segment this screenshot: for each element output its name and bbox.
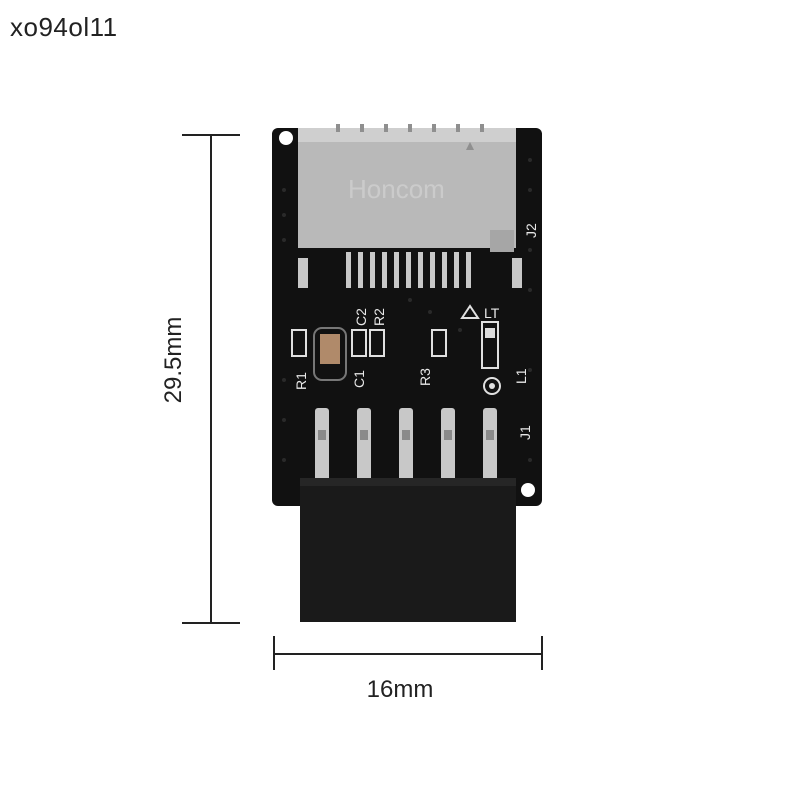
label-j2: J2 (523, 223, 539, 238)
watermark-text: xo94ol11 (10, 12, 118, 42)
height-dimension-line (210, 134, 212, 624)
mounting-hole-top (279, 131, 293, 145)
width-dimension-right-tick (541, 636, 543, 670)
smd-components (291, 304, 501, 395)
pin-header-block (300, 478, 516, 622)
label-r3: R3 (417, 368, 433, 386)
label-l1: L1 (513, 368, 529, 384)
height-dimension-top-tick (182, 134, 240, 136)
via-dots (282, 158, 532, 462)
width-dimension-label: 16mm (366, 676, 434, 703)
label-lt: LT (484, 305, 500, 321)
height-dimension-bottom-tick (182, 622, 240, 624)
label-r2: R2 (371, 308, 387, 326)
label-j1: J1 (517, 425, 533, 440)
width-dimension-left-tick (273, 636, 275, 670)
usb-connector-shell (298, 128, 516, 248)
mounting-hole-bottom (521, 483, 535, 497)
label-r1: R1 (293, 372, 309, 390)
label-c2: C2 (353, 308, 369, 326)
width-dimension-line (273, 653, 543, 655)
label-c1: C1 (351, 370, 367, 388)
connector-clip (490, 230, 514, 252)
header-pins (315, 408, 497, 482)
connector-brand-text: Honcom (348, 174, 445, 204)
connector-pins (298, 252, 522, 288)
